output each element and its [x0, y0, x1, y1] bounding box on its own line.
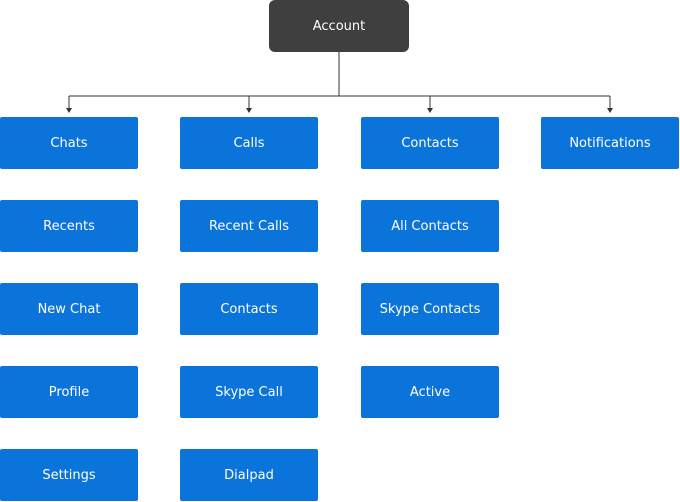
column-header-notifications: Notifications	[541, 117, 679, 169]
node-skype-contacts: Skype Contacts	[361, 283, 499, 335]
node-skype-call: Skype Call	[180, 366, 318, 418]
column-header-contacts: Contacts	[361, 117, 499, 169]
node-new-chat: New Chat	[0, 283, 138, 335]
arrow-head-chats	[66, 108, 72, 113]
node-all-contacts: All Contacts	[361, 200, 499, 252]
node-recents: Recents	[0, 200, 138, 252]
node-settings: Settings	[0, 449, 138, 501]
node-contacts: Contacts	[180, 283, 318, 335]
arrow-head-contacts	[427, 108, 433, 113]
node-dialpad: Dialpad	[180, 449, 318, 501]
node-active: Active	[361, 366, 499, 418]
column-header-chats: Chats	[0, 117, 138, 169]
arrow-head-notifications	[607, 108, 613, 113]
arrow-head-calls	[246, 108, 252, 113]
node-recent-calls: Recent Calls	[180, 200, 318, 252]
column-header-calls: Calls	[180, 117, 318, 169]
node-profile: Profile	[0, 366, 138, 418]
root-node-account: Account	[269, 0, 409, 52]
